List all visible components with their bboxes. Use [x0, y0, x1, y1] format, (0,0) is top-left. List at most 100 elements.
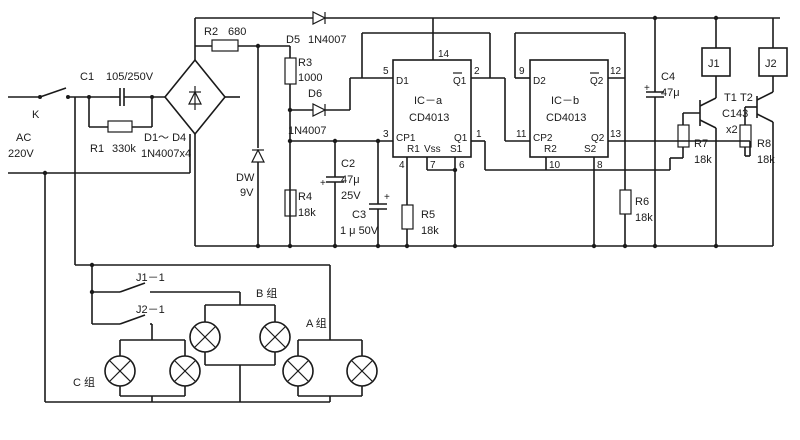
r7-value: 18k	[694, 154, 712, 166]
ica-q: Q1	[454, 133, 468, 144]
icb-d: D2	[533, 76, 546, 87]
ica-d: D1	[396, 76, 409, 87]
icb-pin13: 13	[610, 129, 622, 140]
switch-k-label: K	[32, 109, 40, 121]
r3-resistor: R3 1000	[284, 46, 322, 246]
bottom-rail	[195, 243, 773, 249]
r6-label: R6	[635, 196, 649, 208]
d6-diode: D6 1N4007	[288, 88, 350, 137]
transistors: T1 T2 C143 x2 R7 18k R8 18k	[669, 91, 775, 246]
svg-text:+: +	[384, 192, 390, 203]
ic-b: D2 Q2 CP2 Q2 R2 S2 IC－b CD4013 9 12 11 1…	[504, 32, 750, 246]
c2-c3: + + C2 47μ 25V C3 1 μ 50V	[290, 138, 393, 246]
r8-value: 18k	[757, 154, 775, 166]
r5-label: R5	[421, 209, 435, 221]
c1-label: C1	[80, 71, 94, 83]
c2-label: C2	[341, 158, 355, 170]
r6-resistor: R6 18k	[619, 78, 653, 246]
j1-label: J1	[708, 58, 720, 70]
c3-value: 1 μ 50V	[340, 225, 379, 237]
icb-name: IC－b	[551, 95, 579, 107]
icb-q: Q2	[591, 133, 605, 144]
dw-label: DW	[236, 172, 255, 184]
icb-pin10: 10	[549, 160, 561, 171]
svg-text:+: +	[320, 178, 326, 189]
ica-pin6: 6	[459, 160, 465, 171]
svg-text:+: +	[644, 83, 650, 94]
ica-pin14: 14	[438, 49, 450, 60]
ica-vss: Vss	[424, 144, 441, 155]
ica-pin5: 5	[383, 66, 389, 77]
icb-cp: CP2	[533, 133, 553, 144]
j2-label: J2	[765, 58, 777, 70]
c4-capacitor: + C4 47μ	[644, 18, 680, 246]
c4-value: 47μ	[661, 87, 680, 99]
b-group-label: B 组	[256, 286, 277, 300]
r4-label: R4	[298, 191, 312, 203]
d1d4-label: D1～ D4	[144, 132, 186, 144]
ic-a: D1 Q1 CP1 Q1 R1 Vss S1 IC－a CD4013 14 5 …	[349, 18, 670, 246]
icb-pin9: 9	[519, 66, 525, 77]
r5-resistor: R5 18k	[401, 204, 439, 246]
icb-pin11: 11	[516, 129, 527, 140]
ica-s: S1	[450, 144, 463, 155]
d6-value: 1N4007	[288, 125, 327, 137]
j11-label: J1－1	[136, 272, 165, 284]
c2-value2: 25V	[341, 190, 361, 202]
r2-resistor: R2 680	[195, 26, 290, 52]
r3-label: R3	[298, 57, 312, 69]
c4-label: C4	[661, 71, 675, 83]
top-rail: D5 1N4007	[195, 11, 780, 46]
icb-part: CD4013	[546, 112, 586, 124]
d6-label: D6	[308, 88, 322, 100]
zener-dw: DW 9V	[236, 46, 265, 246]
ica-name: IC－a	[414, 95, 443, 107]
ica-r: R1	[407, 144, 420, 155]
ica-pin7: 7	[430, 160, 436, 171]
ica-cp: CP1	[396, 133, 416, 144]
r4-value: 18k	[298, 207, 316, 219]
c1-value: 105/250V	[106, 71, 154, 83]
icb-pin8: 8	[597, 160, 603, 171]
relays: J1 J2	[701, 18, 788, 98]
transistor-part: C143	[722, 108, 748, 120]
c1-r1: C1 105/250V R1 330k	[80, 71, 165, 155]
icb-s: S2	[584, 144, 597, 155]
r2-label: R2	[204, 26, 218, 38]
c-group-label: C 组	[73, 375, 95, 389]
d5-value: 1N4007	[308, 34, 347, 46]
ica-part: CD4013	[409, 112, 449, 124]
d1d4-value: 1N4007x4	[141, 148, 191, 160]
t1-label: T1	[724, 92, 737, 104]
t2-label: T2	[740, 92, 753, 104]
r4-resistor: R4 18k	[284, 189, 316, 219]
r1-value: 330k	[112, 143, 136, 155]
r5-value: 18k	[421, 225, 439, 237]
ica-pin3: 3	[383, 129, 389, 140]
icb-pin12: 12	[610, 66, 622, 77]
r3-value: 1000	[298, 72, 322, 84]
r6-value: 18k	[635, 212, 653, 224]
c3-label: C3	[352, 209, 366, 221]
dw-value: 9V	[240, 187, 254, 199]
icb-qbar: Q2	[590, 76, 604, 87]
j21-label: J2－1	[136, 304, 165, 316]
icb-r: R2	[544, 144, 557, 155]
ica-pin2: 2	[474, 66, 480, 77]
r2-value: 680	[228, 26, 246, 38]
ac-label: AC	[16, 132, 31, 144]
r1-label: R1	[90, 143, 104, 155]
c2-value1: 47μ	[341, 174, 360, 186]
ica-pin4: 4	[399, 160, 405, 171]
a-group-label: A 组	[306, 316, 327, 330]
r8-label: R8	[757, 138, 771, 150]
ica-qbar: Q1	[453, 76, 467, 87]
voltage-220-label: 220V	[8, 148, 34, 160]
transistor-qty: x2	[726, 124, 738, 136]
lamp-network: J1－1 J2－1 B 组 A 组	[44, 97, 378, 403]
ica-pin1: 1	[476, 129, 482, 140]
bridge-rectifier: D1～ D4 1N4007x4	[141, 18, 240, 246]
r7-label: R7	[694, 138, 708, 150]
d5-label: D5	[286, 34, 300, 46]
